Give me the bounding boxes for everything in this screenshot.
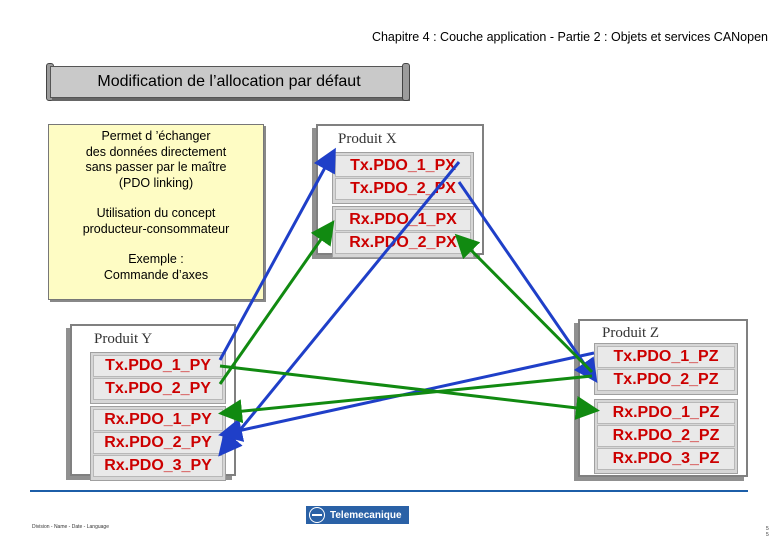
product-x-label: Produit X [338,131,397,147]
page-number-a: 5 [766,526,769,532]
pdo-entry: Tx.PDO_2_PX [335,178,471,200]
pdo-entry: Tx.PDO_2_PZ [597,369,735,391]
product-x-rx-group: Rx.PDO_1_PX Rx.PDO_2_PX [332,206,474,258]
note-line: Commande d’axes [103,267,209,282]
product-y-rx-group: Rx.PDO_1_PY Rx.PDO_2_PY Rx.PDO_3_PY [90,406,226,481]
scroll-right-ornament [402,63,410,101]
arrow-py-to-px [218,147,336,361]
note-line: producteur-consommateur [82,221,230,236]
footer-meta: Division - Name - Date - Language [32,524,109,530]
product-z-tx-group: Tx.PDO_1_PZ Tx.PDO_2_PZ [594,343,738,395]
arrow-px-to-pz [457,181,598,383]
arrow-py-to-px-rx [218,220,335,385]
pdo-entry: Rx.PDO_3_PY [93,455,223,477]
slide-title: Modification de l’allocation par défaut [50,66,408,98]
explanation-note: Permet d ’échanger des données directeme… [48,124,264,300]
note-line: Utilisation du concept [96,206,216,220]
telemecanique-logo: Telemecanique [306,506,409,524]
arrow-py-to-pz [219,364,600,420]
arrow-px-to-py [218,161,461,457]
note-line: (PDO linking) [118,175,194,190]
pdo-entry: Rx.PDO_2_PY [93,432,223,454]
pdo-entry: Rx.PDO_1_PX [335,209,471,231]
logo-mark-icon [309,507,325,523]
footer-divider [30,490,748,492]
logo-text: Telemecanique [330,509,402,521]
product-x-tx-group: Tx.PDO_1_PX Tx.PDO_2_PX [332,152,474,204]
product-y-label: Produit Y [94,331,153,347]
pdo-entry: Tx.PDO_2_PY [93,378,223,400]
page-number: 5 5 [766,526,769,538]
product-z-label: Produit Z [602,325,660,341]
pdo-entry: Rx.PDO_2_PZ [597,425,735,447]
product-z-rx-group: Rx.PDO_1_PZ Rx.PDO_2_PZ Rx.PDO_3_PZ [594,399,738,474]
pdo-entry: Rx.PDO_2_PX [335,232,471,254]
arrow-pz-to-py-rx [218,374,593,424]
pdo-entry: Tx.PDO_1_PX [335,155,471,177]
note-line: sans passer par le maître [85,160,227,174]
note-line: des données directement [85,144,227,159]
pdo-entry: Tx.PDO_1_PZ [597,346,735,368]
product-z-box: Produit Z Tx.PDO_1_PZ Tx.PDO_2_PZ Rx.PDO… [578,319,748,477]
pdo-entry: Rx.PDO_1_PY [93,409,223,431]
note-line: Exemple : [128,252,184,266]
slide-title-banner: Modification de l’allocation par défaut [46,63,410,101]
pdo-entry: Rx.PDO_1_PZ [597,402,735,424]
arrow-pz-to-px-rx [454,233,594,374]
chapter-header: Chapitre 4 : Couche application - Partie… [371,30,768,44]
product-y-box: Produit Y Tx.PDO_1_PY Tx.PDO_2_PY Rx.PDO… [70,324,236,481]
pdo-entry: Rx.PDO_3_PZ [597,448,735,470]
page-number-b: 5 [766,532,769,538]
note-line: Permet d ’échanger [101,129,211,143]
